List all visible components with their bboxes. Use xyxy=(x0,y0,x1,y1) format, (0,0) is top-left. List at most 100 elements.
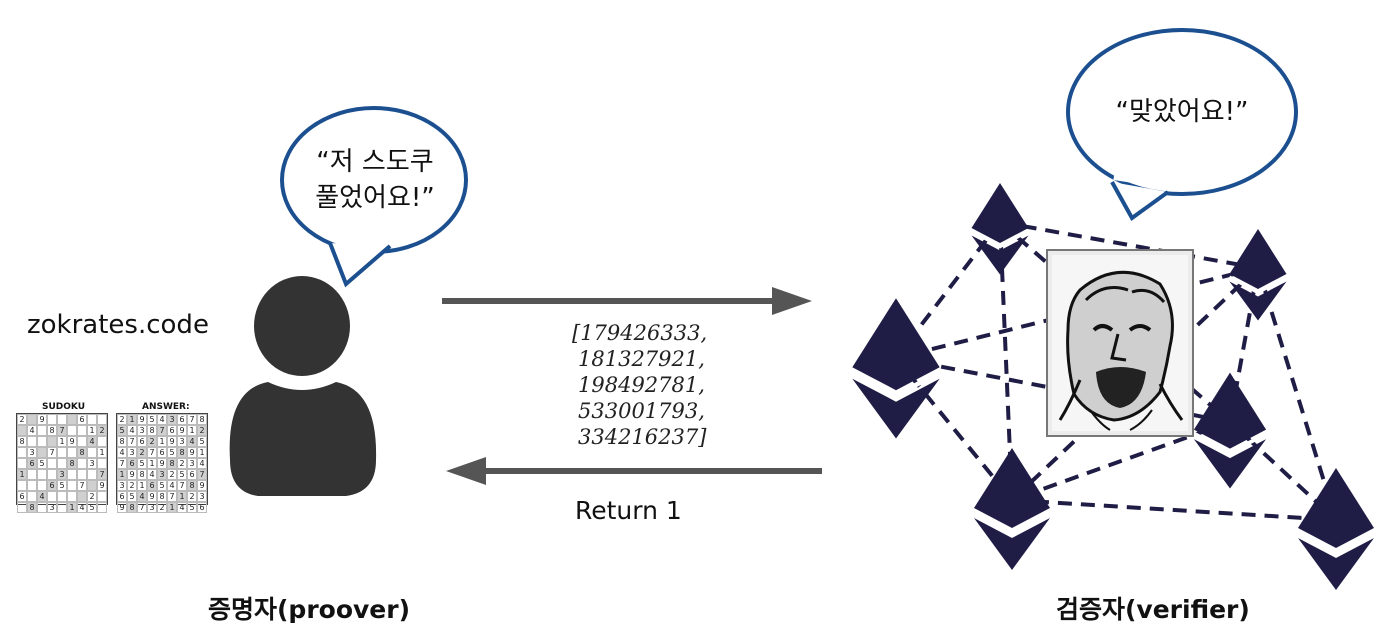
network-edge xyxy=(999,220,1259,270)
grid-cell xyxy=(77,436,87,447)
grid-cell: 3 xyxy=(117,480,127,491)
grid-cell: 6 xyxy=(187,469,197,480)
grid-cell: 1 xyxy=(127,414,137,425)
grid-cell xyxy=(47,414,57,425)
grid-cell: 9 xyxy=(177,425,187,436)
grid-cell: 1 xyxy=(187,425,197,436)
grid-cell xyxy=(27,414,37,425)
grid-cell: 1 xyxy=(177,491,187,502)
grid-cell: 8 xyxy=(157,491,167,502)
grid-cell: 7 xyxy=(97,469,107,480)
sudoku-title: SUDOKU xyxy=(42,402,86,412)
grid-cell: 7 xyxy=(77,480,87,491)
grid-cell: 9 xyxy=(137,414,147,425)
ethereum-nodes xyxy=(851,183,1375,590)
grid-cell: 1 xyxy=(147,458,157,469)
grid-cell: 4 xyxy=(87,436,97,447)
grid-cell xyxy=(67,425,77,436)
grid-cell: 5 xyxy=(37,458,47,469)
verifier-caption: 검증자(verifier) xyxy=(1056,595,1250,624)
grid-cell: 4 xyxy=(137,491,147,502)
grid-cell xyxy=(57,491,67,502)
proof-value-3: 198492781, xyxy=(578,373,705,397)
grid-cell: 3 xyxy=(127,447,137,458)
grid-cell xyxy=(17,480,27,491)
prover-speech-bubble xyxy=(280,106,468,288)
grid-cell xyxy=(47,469,57,480)
grid-cell xyxy=(37,480,47,491)
grid-cell: 7 xyxy=(197,469,207,480)
grid-cell: 1 xyxy=(197,447,207,458)
grid-cell: 2 xyxy=(197,425,207,436)
grid-cell: 1 xyxy=(97,447,107,458)
grid-cell: 5 xyxy=(157,480,167,491)
grid-cell xyxy=(47,458,57,469)
grid-cell: 5 xyxy=(87,502,97,513)
grid-cell: 3 xyxy=(197,491,207,502)
grid-cell: 7 xyxy=(117,458,127,469)
grid-cell: 8 xyxy=(47,425,57,436)
grid-cell xyxy=(87,469,97,480)
grid-cell xyxy=(77,491,87,502)
grid-cell: 4 xyxy=(147,469,157,480)
grid-cell: 4 xyxy=(127,425,137,436)
network-edge xyxy=(1011,420,1231,502)
grid-cell: 1 xyxy=(17,469,27,480)
grid-cell: 1 xyxy=(87,425,97,436)
grid-cell: 6 xyxy=(137,436,147,447)
grid-cell: 1 xyxy=(167,502,177,513)
grid-cell: 3 xyxy=(157,469,167,480)
grid-cell: 9 xyxy=(67,436,77,447)
ethereum-diamond-icon xyxy=(970,183,1030,275)
grid-cell: 9 xyxy=(157,458,167,469)
grid-cell xyxy=(37,436,47,447)
network-edge xyxy=(1256,267,1338,521)
grid-cell: 4 xyxy=(117,447,127,458)
grid-cell xyxy=(17,447,27,458)
grid-cell: 5 xyxy=(167,447,177,458)
grid-cell: 7 xyxy=(157,425,167,436)
grid-cell: 9 xyxy=(197,480,207,491)
grid-cell: 8 xyxy=(117,436,127,447)
ethereum-diamond-icon xyxy=(1228,229,1288,321)
grid-cell xyxy=(47,491,57,502)
grid-cell: 6 xyxy=(77,414,87,425)
grid-cell: 9 xyxy=(167,436,177,447)
grid-cell: 8 xyxy=(67,458,77,469)
grid-cell xyxy=(37,447,47,458)
grid-cell xyxy=(77,469,87,480)
grid-cell xyxy=(17,502,27,513)
grid-cell: 5 xyxy=(127,491,137,502)
answer-title: ANSWER: xyxy=(142,402,190,412)
ethereum-diamond-icon xyxy=(851,298,941,439)
grid-cell: 6 xyxy=(157,447,167,458)
grid-cell xyxy=(97,414,107,425)
grid-cell: 5 xyxy=(137,458,147,469)
grid-cell: 6 xyxy=(27,458,37,469)
grid-cell: 3 xyxy=(27,447,37,458)
grid-cell: 3 xyxy=(47,502,57,513)
grid-cell: 3 xyxy=(147,502,157,513)
grid-cell xyxy=(97,458,107,469)
grid-cell: 2 xyxy=(167,469,177,480)
network-edge xyxy=(894,356,1014,502)
grid-cell xyxy=(37,502,47,513)
grid-cell: 8 xyxy=(187,480,197,491)
grid-cell: 5 xyxy=(117,425,127,436)
grid-cell xyxy=(17,425,27,436)
grid-cell: 8 xyxy=(27,502,37,513)
grid-cell: 7 xyxy=(167,491,177,502)
proof-value-1: [179426333, xyxy=(572,321,708,345)
grid-cell: 9 xyxy=(187,447,197,458)
grid-cell: 8 xyxy=(167,458,177,469)
grid-cell: 4 xyxy=(27,425,37,436)
grid-cell xyxy=(97,502,107,513)
grid-cell: 6 xyxy=(127,458,137,469)
grid-cell: 6 xyxy=(117,491,127,502)
grid-cell: 4 xyxy=(197,458,207,469)
grid-cell: 9 xyxy=(97,480,107,491)
grid-cell: 8 xyxy=(127,502,137,513)
prover-caption: 증명자(proover) xyxy=(208,595,411,624)
grid-cell xyxy=(77,425,87,436)
